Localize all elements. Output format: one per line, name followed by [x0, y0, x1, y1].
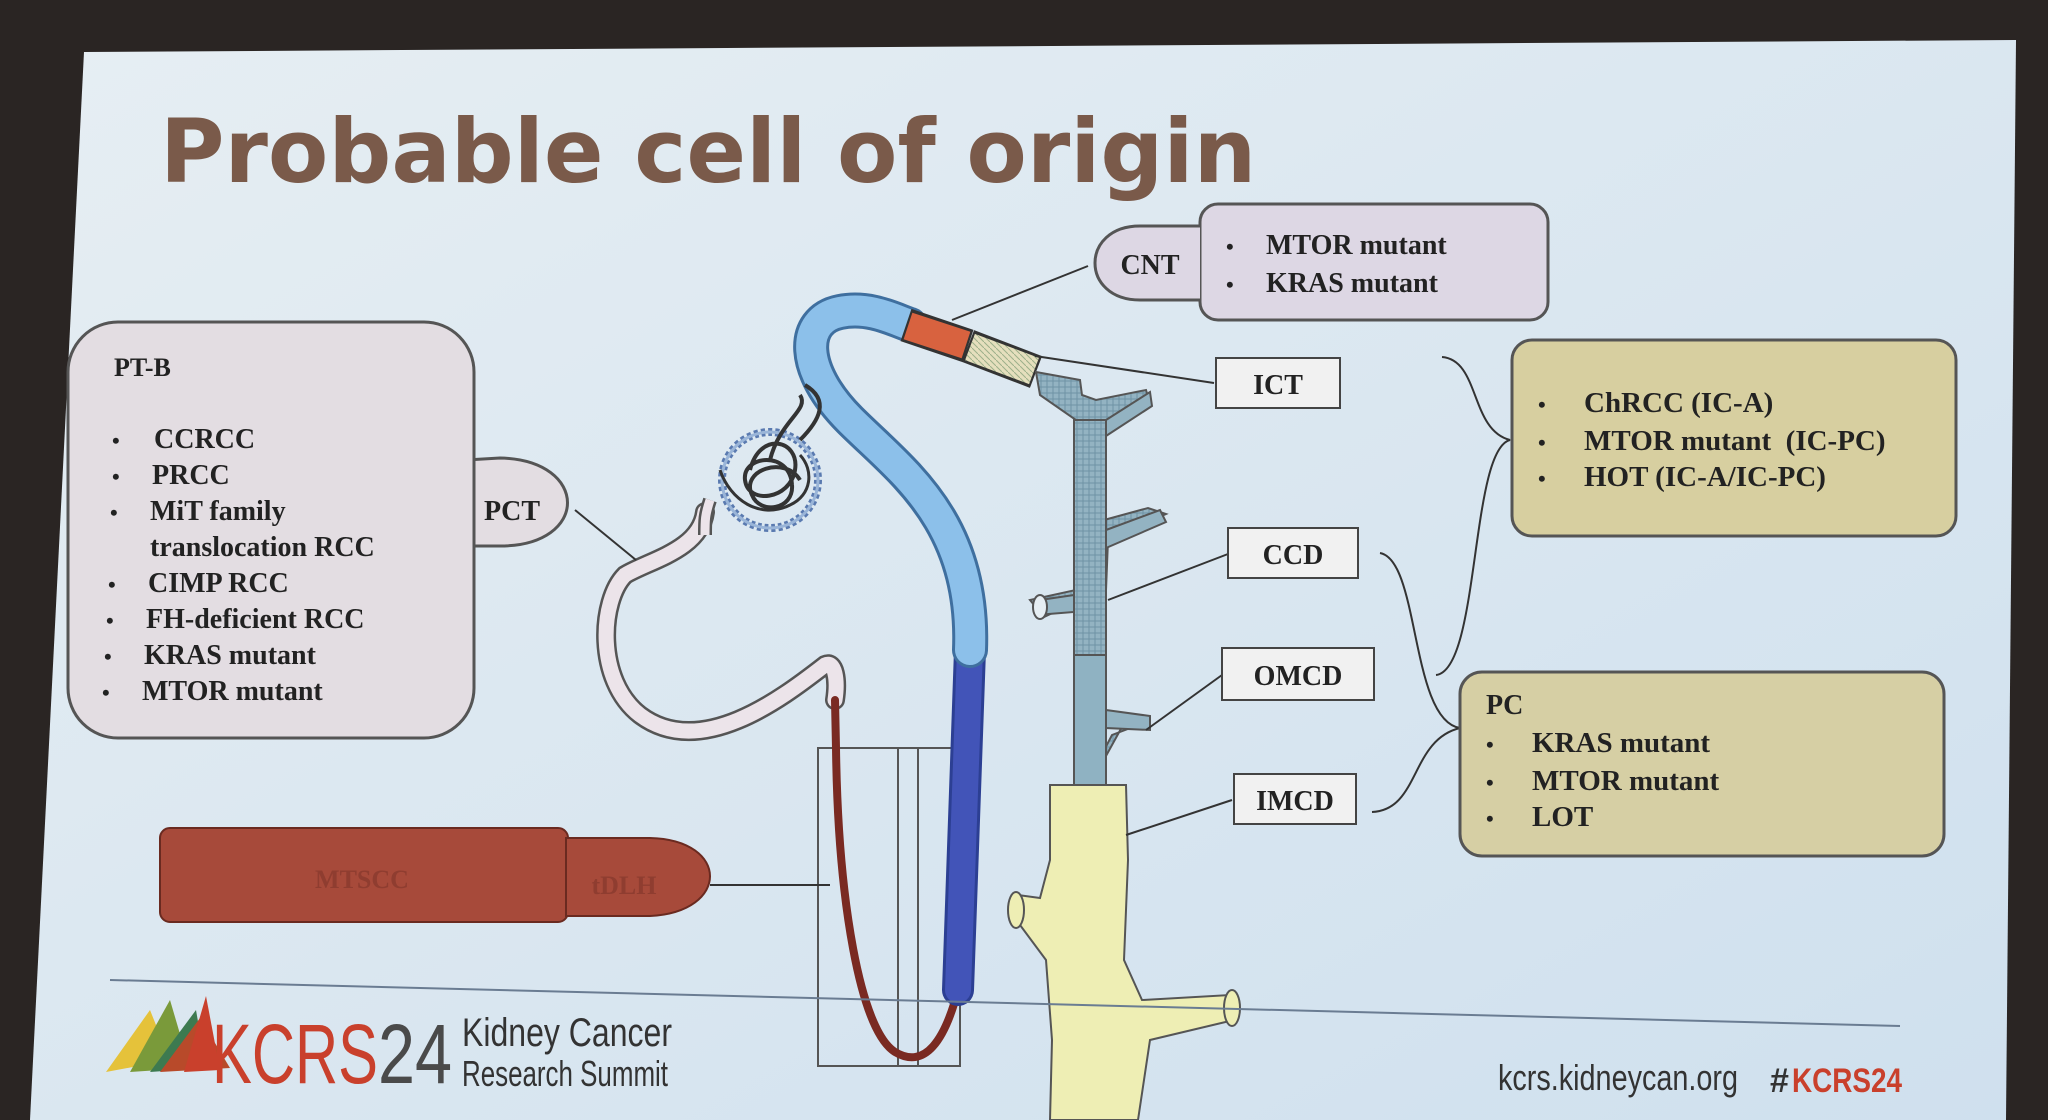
bullet: • — [1226, 272, 1234, 297]
tdlh-label: tDLH — [592, 871, 657, 900]
pc-label: PC — [1486, 690, 1523, 721]
bullet: • — [1538, 430, 1546, 455]
segment-labels: ICT CCD OMCD IMCD — [1215, 357, 1375, 825]
ic-box — [1510, 338, 1958, 538]
brand-year: 24 — [378, 1007, 452, 1101]
kcrs-logo-icon — [106, 996, 230, 1072]
imcd-label: IMCD — [1256, 786, 1334, 817]
ptb-item: CCRCC — [154, 424, 255, 455]
ptb-label: PT-B — [114, 353, 171, 382]
ptb-item: PRCC — [152, 460, 230, 491]
cnt-item: MTOR mutant — [1266, 230, 1447, 261]
bullet: • — [110, 500, 118, 525]
ptb-item: CIMP RCC — [148, 568, 289, 599]
hashtag-main: KCRS24 — [1792, 1062, 1902, 1100]
ic-item: HOT (IC-A/IC-PC) — [1584, 461, 1826, 493]
pc-box — [1458, 670, 1946, 858]
footer-url: kcrs.kidneycan.org — [1498, 1057, 1738, 1098]
brand-line2: Research Summit — [462, 1053, 668, 1094]
ict-box — [1215, 357, 1341, 409]
mtscc-callout: MTSCC tDLH — [159, 827, 711, 923]
bullet: • — [108, 572, 116, 597]
tdlh-tab — [565, 837, 711, 917]
thick-ascending-limb-light — [796, 295, 986, 665]
hashtag-prefix: # — [1770, 1062, 1789, 1100]
imcd-box — [1233, 773, 1357, 825]
ptb-box — [66, 320, 476, 740]
ptb-item: KRAS mutant — [144, 640, 317, 671]
glomerulus — [698, 383, 822, 536]
bullet: • — [1486, 806, 1494, 831]
pct-label: PCT — [484, 496, 540, 527]
pc-item: KRAS mutant — [1532, 727, 1710, 759]
ptb-item: MiT family — [150, 496, 286, 527]
footer-rule — [109, 979, 1901, 1027]
omcd-label: OMCD — [1254, 661, 1343, 692]
pc-item: MTOR mutant — [1532, 765, 1720, 797]
connecting-tubule-segment — [965, 333, 1039, 385]
cnt-box — [1198, 202, 1550, 322]
brand-line1: Kidney Cancer — [462, 1011, 672, 1055]
bullet: • — [1538, 392, 1546, 417]
cnt-callout: CNT • MTOR mutant • KRAS mutant — [1093, 202, 1550, 322]
bullet: • — [112, 464, 120, 489]
ic-item: MTOR mutant (IC-PC) — [1584, 425, 1886, 457]
ict-label: ICT — [1253, 370, 1303, 401]
bullet: • — [1486, 732, 1494, 757]
ptb-item: MTOR mutant — [142, 676, 323, 707]
ccd-box — [1227, 527, 1359, 579]
pct-tubule — [598, 504, 844, 739]
omcd-duct — [1073, 654, 1107, 786]
thin-descending-limb — [831, 696, 962, 1062]
ic-callout: • ChRCC (IC-A) • MTOR mutant (IC-PC) • H… — [1510, 338, 1958, 538]
pc-item: LOT — [1532, 801, 1593, 833]
slide-title: Probable cell of origin — [160, 100, 1256, 203]
connector-lines — [574, 265, 1511, 886]
distal-convoluted-segment — [903, 312, 971, 359]
pc-callout: PC • KRAS mutant • MTOR mutant • LOT — [1458, 670, 1946, 858]
bullet: • — [112, 428, 120, 453]
bullet: • — [1486, 770, 1494, 795]
bullet: • — [104, 644, 112, 669]
ptb-item: FH-deficient RCC — [146, 604, 365, 635]
bullet: • — [106, 608, 114, 633]
bullet: • — [102, 680, 110, 705]
nephron-diagram — [596, 292, 1241, 1120]
ptb-callout: PCT PT-B • CCRCC • PRCC • MiT family tra… — [66, 320, 569, 740]
ptb-item-continuation: translocation RCC — [150, 532, 375, 563]
pct-tab — [462, 456, 569, 548]
ic-item: ChRCC (IC-A) — [1584, 387, 1773, 419]
cnt-tab — [1093, 224, 1200, 302]
imcd-duct — [1016, 784, 1236, 1120]
brand-main: KCRS — [212, 1007, 378, 1101]
bullet: • — [1226, 234, 1234, 259]
mtscc-label: MTSCC — [315, 865, 409, 894]
cnt-label: CNT — [1120, 250, 1179, 281]
omcd-box — [1221, 647, 1375, 701]
ccd-label: CCD — [1263, 540, 1324, 571]
bullet: • — [1538, 466, 1546, 491]
cnt-item: KRAS mutant — [1266, 268, 1439, 299]
